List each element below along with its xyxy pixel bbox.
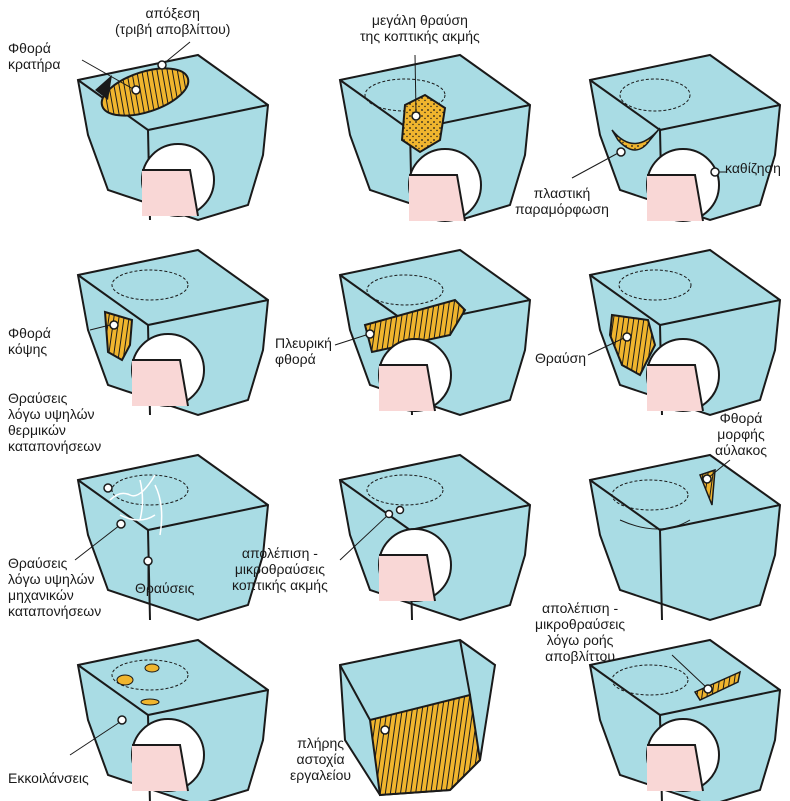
label-pitting: Εκκοιλάνσεις	[8, 770, 89, 786]
inset-flank	[379, 339, 451, 411]
label-fracture: Θραύση	[535, 350, 586, 366]
panel-total-failure	[340, 640, 495, 795]
panel-flank	[335, 250, 530, 415]
inset-fracture	[647, 339, 719, 411]
label-subsidence: καθίζηση	[725, 160, 781, 176]
inset-flank-notch	[132, 334, 204, 406]
inset-deformation	[647, 149, 719, 221]
panel-fracture	[588, 250, 780, 415]
label-total-failure: πλήρης αστοχία εργαλείου	[290, 735, 351, 783]
inset-edge-fracture	[409, 149, 481, 221]
panel-edge-fracture	[340, 55, 530, 221]
label-flank-wear: Πλευρική φθορά	[275, 335, 332, 367]
label-mechanical-cracks: Θραύσεις λόγω υψηλών μηχανικών καταπονήσ…	[8, 555, 101, 619]
panel-pitting	[70, 640, 268, 801]
label-notch-wear: Φθορά κόψης	[8, 325, 51, 357]
label-large-edge-fracture: μεγάλη θραύση της κοπτικής ακμής	[360, 12, 480, 44]
panel-chip-flow	[590, 640, 780, 801]
label-edge-chipping: απολέπιση - μικροθραύσεις κοπτικής ακμής	[232, 545, 328, 593]
label-groove-wear: Φθορά μορφής αύλακος	[715, 410, 767, 458]
panel-flank-notch	[78, 250, 268, 415]
inset-chipping	[379, 529, 451, 601]
label-abrasion: απόξεση (τριβή αποβλίττου)	[115, 5, 230, 37]
inset-crater	[142, 144, 214, 216]
label-plastic-deformation: πλαστική παραμόρφωση	[515, 185, 609, 217]
inset-pitting	[132, 719, 204, 791]
label-cracks: Θραύσεις	[135, 580, 194, 596]
panel-groove	[590, 455, 780, 620]
inset-chip-flow	[647, 719, 719, 791]
label-thermal-cracks: Θραύσεις λόγω υψηλών θερμικών καταπονήσε…	[8, 390, 101, 454]
label-crater-wear: Φθορά κρατήρα	[8, 40, 60, 72]
panel-crater	[78, 42, 268, 220]
panel-chipping	[340, 455, 530, 620]
label-chip-flow-chipping: απολέπιση - μικροθραύσεις λόγω ροής αποβ…	[535, 600, 625, 664]
